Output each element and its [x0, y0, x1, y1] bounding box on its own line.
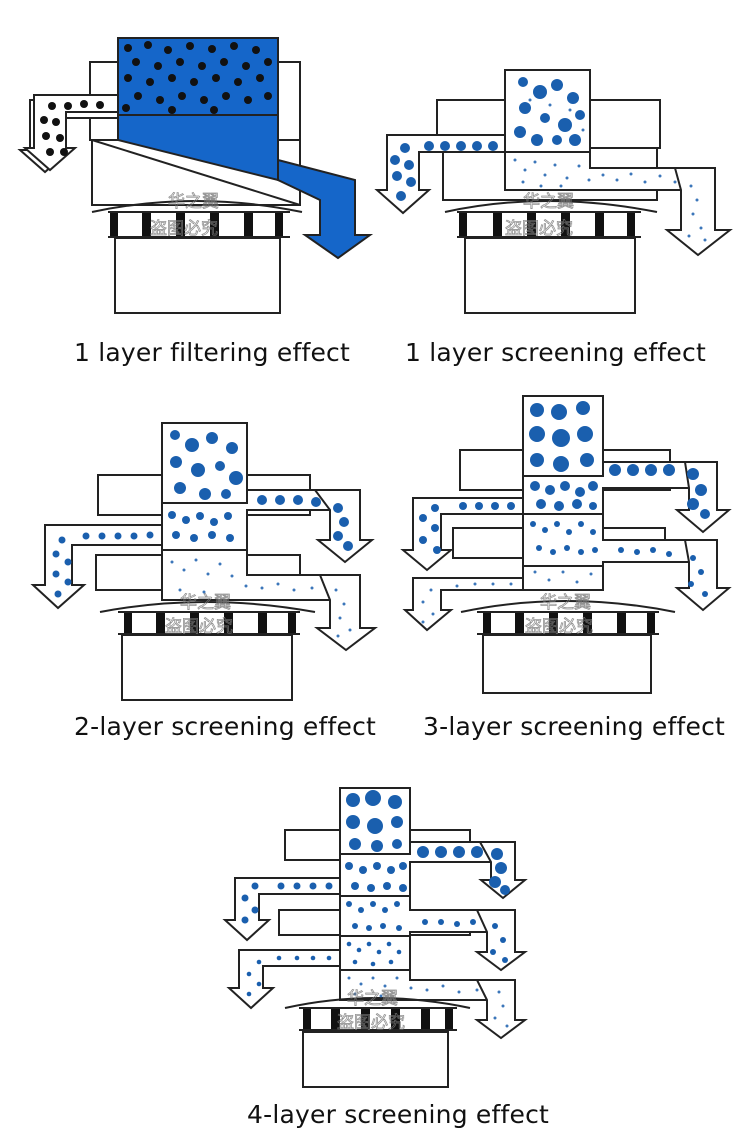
one-layer-filtering-diagram: 华之翼 盗图必究 [17, 37, 374, 314]
coarse-particles [40, 41, 272, 156]
liquid-outlet-chute [277, 158, 374, 260]
caption-one-layer-screening: 1 layer screening effect [405, 338, 706, 367]
caption-three-layer-screening: 3-layer screening effect [423, 712, 726, 741]
caption-one-layer-filtering: 1 layer filtering effect [74, 338, 350, 367]
watermark: 华之翼 盗图必究 [165, 593, 234, 638]
svg-text:盗图必究: 盗图必究 [505, 219, 573, 239]
two-layer-screening-diagram: 华之翼 盗图必究 [30, 422, 378, 701]
watermark: 华之翼 盗图必究 [525, 593, 594, 638]
svg-text:华之翼: 华之翼 [540, 593, 591, 613]
watermark: 华之翼 盗图必究 [337, 989, 406, 1034]
panel-one-layer-screening: 华之翼 盗图必究 1 layer screening effect [374, 0, 750, 367]
svg-text:盗图必究: 盗图必究 [337, 1013, 405, 1033]
support-springs [110, 212, 283, 237]
caption-two-layer-screening: 2-layer screening effect [74, 712, 377, 741]
panel-four-layer-screening: 华之翼 盗图必究 4-layer screening effect [215, 770, 549, 1145]
three-layer-screening-diagram: 华之翼 盗图必究 [400, 395, 732, 694]
four-layer-screening-diagram: 华之翼 盗图必究 [222, 787, 528, 1088]
watermark: 华之翼 盗图必究 [150, 192, 220, 240]
svg-text:盗图必究: 盗图必究 [165, 617, 233, 637]
svg-text:华之翼: 华之翼 [180, 593, 231, 613]
caption-four-layer-screening: 4-layer screening effect [247, 1100, 550, 1129]
svg-text:华之翼: 华之翼 [523, 192, 574, 212]
svg-text:华之翼: 华之翼 [347, 989, 398, 1009]
svg-text:华之翼: 华之翼 [168, 192, 219, 212]
svg-text:盗图必究: 盗图必究 [525, 617, 593, 637]
one-layer-screening-diagram: 华之翼 盗图必究 [374, 69, 733, 314]
panel-one-layer-filtering: 华之翼 盗图必究 1 layer filtering effect [0, 0, 375, 367]
watermark: 华之翼 盗图必究 [505, 192, 575, 240]
svg-text:盗图必究: 盗图必究 [150, 219, 218, 239]
panel-three-layer-screening: 华之翼 盗图必究 3-layer screening effect [375, 390, 750, 750]
panel-two-layer-screening: 华之翼 盗图必究 2-layer screening effect [0, 390, 378, 750]
